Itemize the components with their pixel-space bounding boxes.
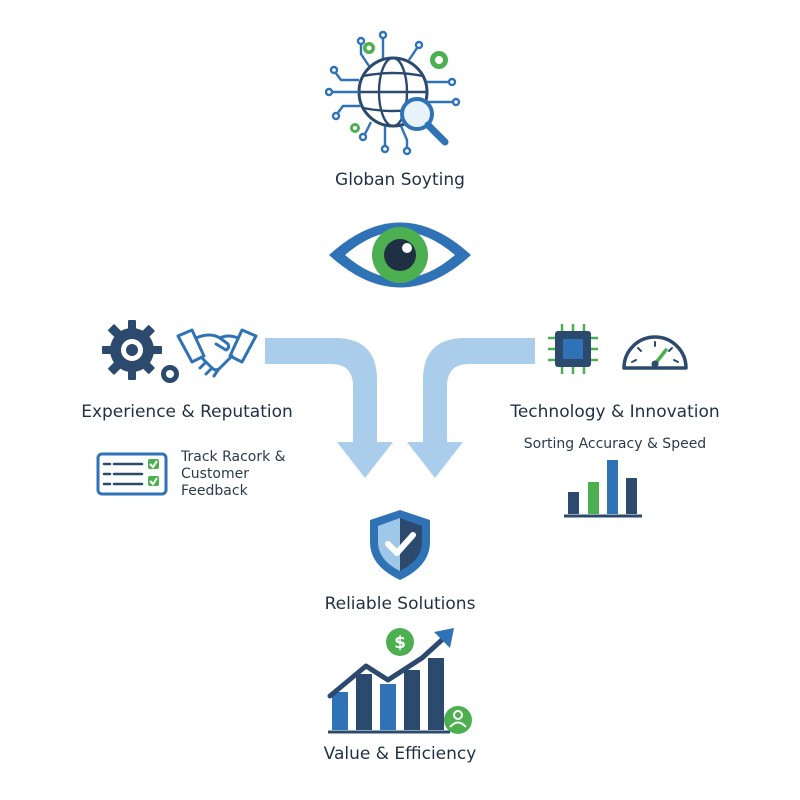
bar-4 (626, 478, 637, 514)
right-title: Technology & Innovation (510, 402, 720, 422)
top-title: Globan Soyting (335, 170, 465, 190)
checklist-icon (96, 452, 168, 496)
eye-icon (325, 212, 475, 298)
svg-text:$: $ (394, 633, 406, 653)
middle-title: Reliable Solutions (324, 594, 476, 614)
left-subtitle-line3: Feedback (181, 483, 248, 499)
left-subtitle-line1: Track Racork & (181, 449, 286, 465)
right-subtitle: Sorting Accuracy & Speed (523, 436, 707, 452)
globe-network-magnifier-icon (325, 30, 475, 160)
merging-arrows (265, 330, 535, 480)
left-title: Experience & Reputation (81, 402, 293, 422)
gear-icon (98, 318, 188, 390)
bar-chart-icon (562, 456, 644, 520)
bar-3 (607, 460, 618, 514)
speedometer-icon (620, 328, 690, 372)
bottom-title: Value & Efficiency (323, 744, 477, 764)
left-subtitle-line2: Customer (181, 466, 250, 482)
cpu-chip-icon (546, 322, 600, 376)
bar-1 (568, 492, 579, 514)
growth-chart-icon: $ (326, 624, 476, 736)
handshake-icon (176, 326, 258, 382)
shield-check-icon (366, 508, 434, 582)
bar-2 (588, 482, 599, 514)
